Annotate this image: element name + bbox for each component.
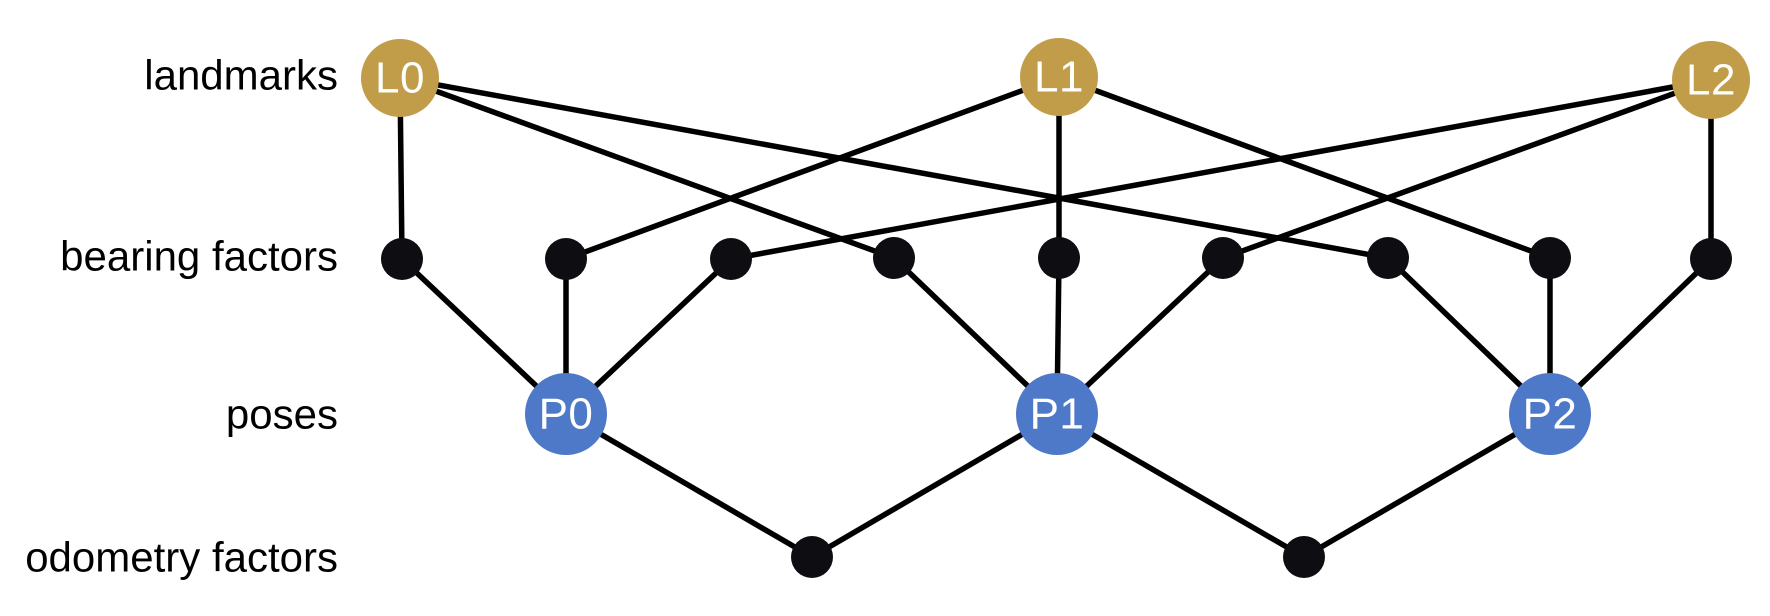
graph-edge-o0-P1 — [809, 411, 1060, 560]
bearing-factor-dot-0 — [381, 238, 423, 280]
graph-edge-P1-o1 — [1054, 411, 1307, 560]
bearing-factor-dot-1 — [545, 238, 587, 280]
bearing-factor-dot-7 — [1529, 237, 1571, 279]
bearing-factor-dot-2 — [710, 238, 752, 280]
pose-node-label-P2: P2 — [1523, 390, 1578, 439]
landmark-node-L2: L2 — [1672, 41, 1750, 119]
bearing-factor-dot-5 — [1202, 237, 1244, 279]
landmark-node-label-L0: L0 — [375, 54, 425, 103]
bearing-factor-dot-4 — [1038, 237, 1080, 279]
bearing-factor-dot-6 — [1367, 237, 1409, 279]
odometry-factor-dot-0 — [791, 536, 833, 578]
pose-node-circle-P0 — [525, 373, 607, 455]
landmark-node-label-L1: L1 — [1034, 53, 1084, 102]
graph-edge-L0-b3 — [397, 75, 897, 261]
pose-node-circle-P1 — [1016, 373, 1098, 455]
landmark-node-L1: L1 — [1020, 38, 1098, 116]
row-label-poses: poses — [226, 391, 338, 438]
graph-edge-L0-b6 — [397, 75, 1391, 261]
pose-node-circle-P2 — [1509, 373, 1591, 455]
bearing-factor-dot-8 — [1690, 238, 1732, 280]
pose-node-label-P0: P0 — [539, 390, 594, 439]
landmark-node-label-L2: L2 — [1686, 56, 1736, 105]
graph-edge-L2-b2 — [728, 77, 1714, 262]
bearing-factor-dot-3 — [873, 237, 915, 279]
graph-edge-L1-b1 — [563, 74, 1062, 262]
pose-node-P1: P1 — [1016, 373, 1098, 455]
graph-edge-o1-P2 — [1301, 411, 1553, 560]
row-label-landmarks: landmarks — [144, 52, 338, 99]
pose-node-label-P1: P1 — [1030, 390, 1085, 439]
graph-edge-P0-o0 — [563, 411, 815, 560]
graph-edge-L1-b7 — [1056, 74, 1553, 261]
odometry-factor-dot-1 — [1283, 536, 1325, 578]
graph-edges — [397, 74, 1714, 560]
landmark-node-L0: L0 — [361, 39, 439, 117]
landmark-node-circle-L0 — [361, 39, 439, 117]
landmark-node-circle-L1 — [1020, 38, 1098, 116]
row-label-bearing-factors: bearing factors — [60, 233, 338, 280]
row-label-odometry-factors: odometry factors — [25, 534, 338, 581]
pose-node-P2: P2 — [1509, 373, 1591, 455]
graph-edge-L2-b5 — [1220, 77, 1714, 261]
pose-node-P0: P0 — [525, 373, 607, 455]
landmark-node-circle-L2 — [1672, 41, 1750, 119]
